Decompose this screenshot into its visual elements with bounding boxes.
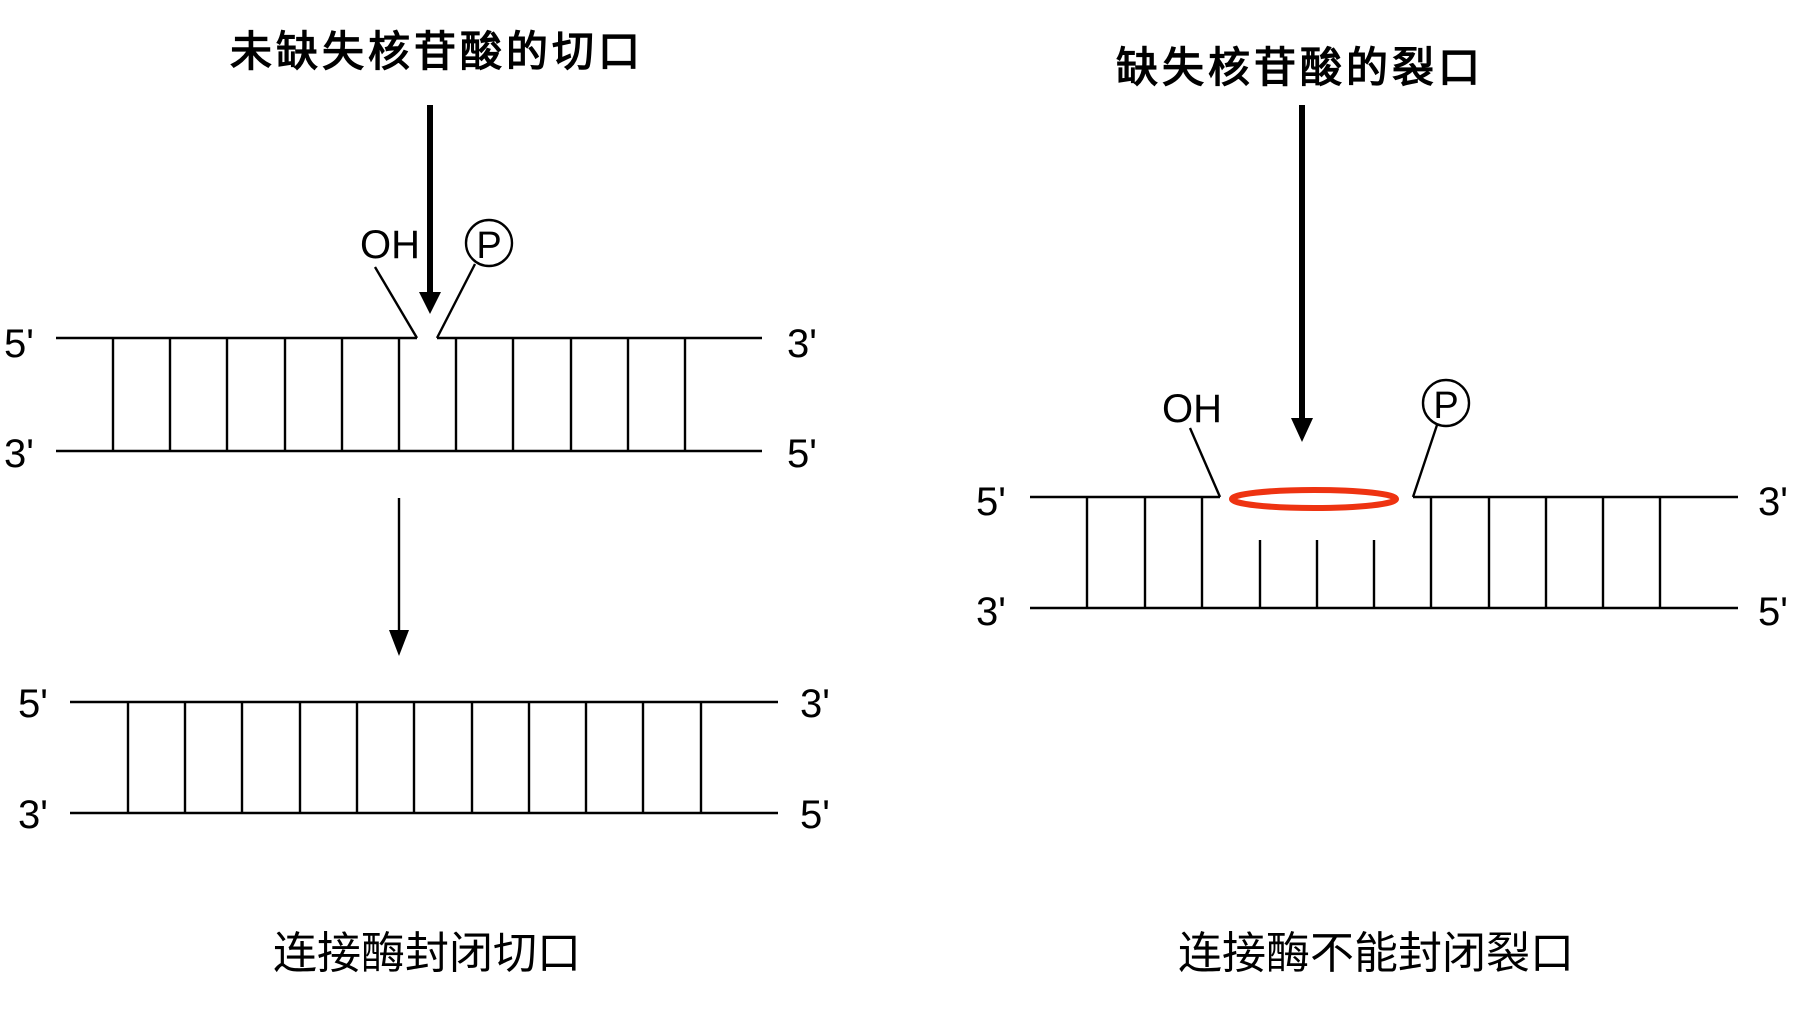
right-rungs — [1085, 497, 1662, 608]
right-duplex: 5' 3' 3' 5' — [976, 480, 1788, 634]
right-5prime-lower: 5' — [1758, 590, 1788, 634]
left-bottom-duplex: 5' 3' 3' 5' — [18, 682, 830, 837]
left-bottom-3prime-lower: 3' — [18, 793, 48, 837]
right-oh-bond — [1188, 427, 1222, 498]
right-gap-arrow — [1291, 105, 1313, 442]
left-top-3prime-upper: 3' — [787, 322, 817, 366]
left-bottom-rungs — [126, 702, 703, 813]
left-top-duplex: 5' 3' 3' 5' — [4, 322, 817, 476]
right-caption: 连接酶不能封闭裂口 — [1178, 928, 1574, 979]
right-panel: 缺失核苷酸的裂口 OH P — [976, 43, 1788, 979]
left-bottom-3prime-upper: 3' — [800, 682, 830, 726]
left-phosphate: P — [435, 218, 514, 339]
right-3prime-lower: 3' — [976, 590, 1006, 634]
left-bottom-5prime-upper: 5' — [18, 682, 48, 726]
left-top-rungs — [111, 338, 687, 451]
right-5prime-upper: 5' — [976, 480, 1006, 524]
left-oh-bond — [373, 266, 419, 339]
left-nick-arrow — [419, 105, 441, 314]
right-phosphate-label: P — [1433, 385, 1458, 427]
left-caption: 连接酶封闭切口 — [273, 928, 581, 979]
right-3prime-upper: 3' — [1758, 480, 1788, 524]
left-top-5prime-upper: 5' — [4, 322, 34, 366]
right-title: 缺失核苷酸的裂口 — [1116, 43, 1484, 92]
left-oh-label: OH — [360, 223, 420, 267]
left-phosphate-label: P — [476, 225, 501, 267]
left-top-3prime-lower: 3' — [4, 432, 34, 476]
right-phosphate: P — [1411, 378, 1471, 498]
right-oh-label: OH — [1162, 387, 1222, 431]
left-title: 未缺失核苷酸的切口 — [230, 27, 644, 76]
left-bottom-5prime-lower: 5' — [800, 793, 830, 837]
gap-highlight-ellipse — [1229, 487, 1399, 511]
left-top-5prime-lower: 5' — [787, 432, 817, 476]
left-process-arrow — [389, 498, 409, 656]
right-unpaired-bases — [1258, 540, 1376, 608]
left-panel: 未缺失核苷酸的切口 OH P — [4, 27, 830, 979]
